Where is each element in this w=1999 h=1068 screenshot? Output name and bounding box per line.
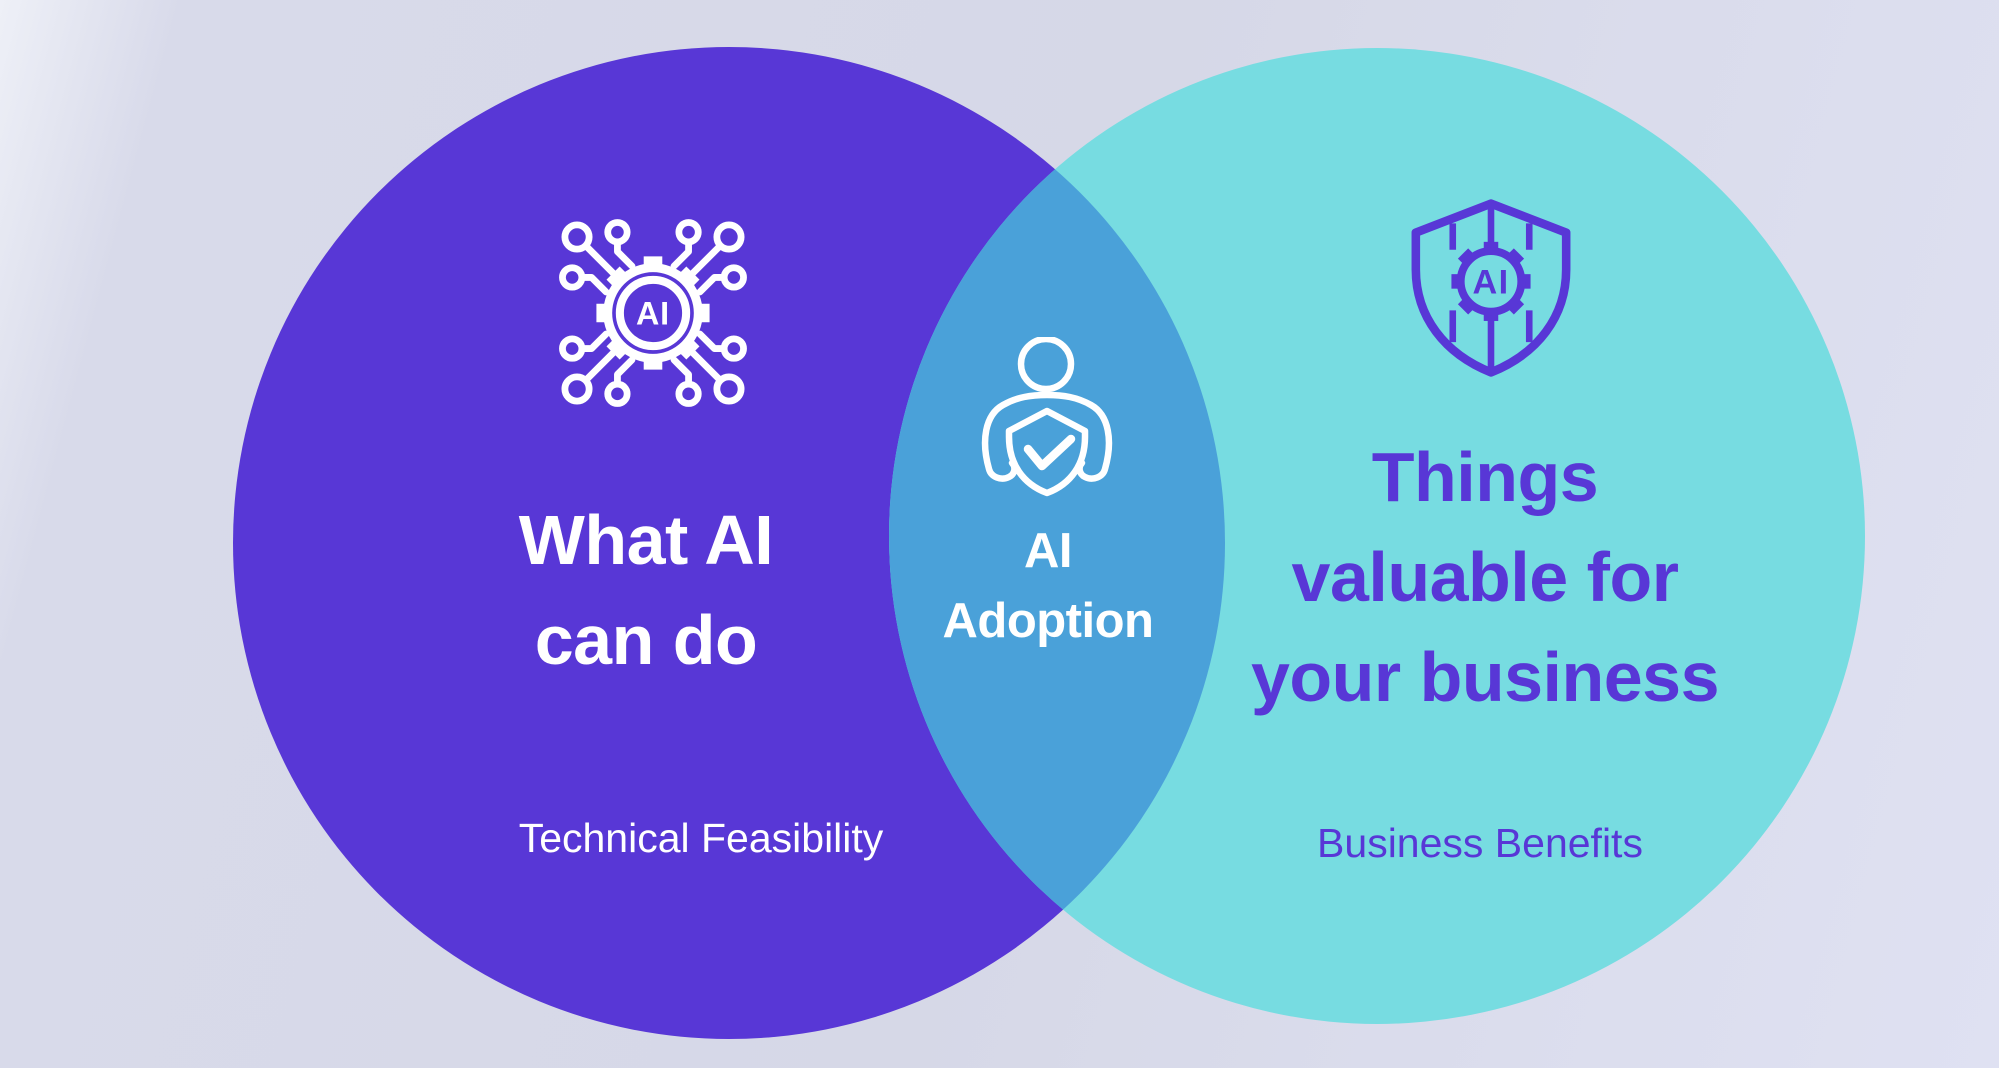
shield-outline [1005,407,1089,497]
gear-body-ring [603,263,703,363]
person-arms [981,391,1113,482]
gear-body-ring [1456,247,1526,316]
ai-chip-gear-icon: AI [556,216,750,410]
overlap-title-line-2: Adoption [942,594,1154,648]
shield-outline [1411,199,1571,377]
right-title-line-1: Things [1371,438,1599,516]
circuit-nodes [559,219,747,407]
left-circle-title: What AI can do [346,490,946,690]
shield-ai-label: AI [1473,263,1510,301]
right-title-line-2: valuable for [1291,538,1679,616]
person-head [1017,337,1075,393]
left-circle-caption: Technical Feasibility [518,815,884,861]
right-circle-caption: Business Benefits [1317,820,1643,866]
overlap-title: AI Adoption [848,516,1248,656]
overlap-title-line-1: AI [1024,524,1073,578]
right-title-line-3: your business [1250,638,1720,716]
left-title-line-2: can do [534,601,758,679]
chip-ai-label: AI [636,295,670,331]
chip-inner-circle [615,275,691,351]
check-mark [1023,434,1076,471]
ai-shield-gear-icon: AI [1405,197,1577,379]
person-shield-check-icon [979,337,1115,499]
left-title-line-1: What AI [518,501,774,579]
shield-panel-lines [1449,207,1533,369]
right-circle-title: Things valuable for your business [1160,427,1810,727]
overlap-lens-clip [233,47,1225,1039]
